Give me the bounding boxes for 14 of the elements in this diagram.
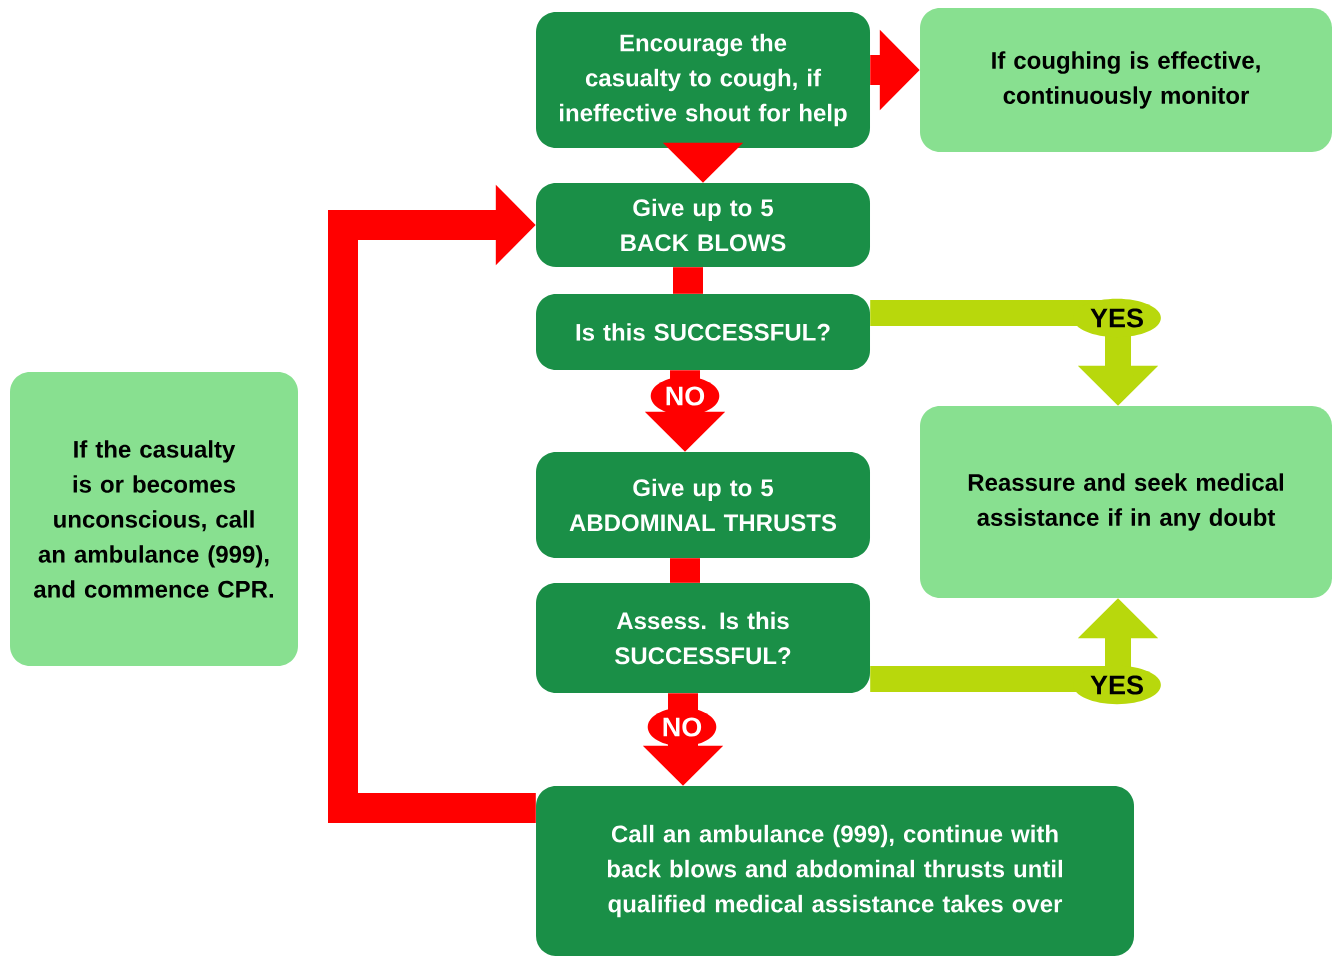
process-box: Give up to 5 ABDOMINAL THRUSTS <box>536 452 870 558</box>
info-box: Reassure and seek medical assistance if in any doubt <box>920 406 1332 598</box>
edge-label: YES <box>1073 665 1161 705</box>
info-box: If the casualty is or becomes unconscious, call an ambulance (999), and commence CPR. <box>10 372 298 666</box>
edge-label: NO <box>647 707 717 747</box>
process-box: Encourage the casualty to cough, if ineffective shout for help <box>536 12 870 148</box>
process-box: Assess. Is this SUCCESSFUL? <box>536 583 870 693</box>
info-box: If coughing is effective, continuously monitor <box>920 8 1332 152</box>
process-box: Call an ambulance (999), continue with back blows and abdominal thrusts until qualified medical assistance takes over <box>536 786 1134 956</box>
edge-label: YES <box>1073 298 1161 338</box>
process-box: Give up to 5 BACK BLOWS <box>536 183 870 267</box>
process-box: Is this SUCCESSFUL? <box>536 294 870 370</box>
arrow <box>328 184 536 823</box>
edge-label: NO <box>650 376 720 416</box>
